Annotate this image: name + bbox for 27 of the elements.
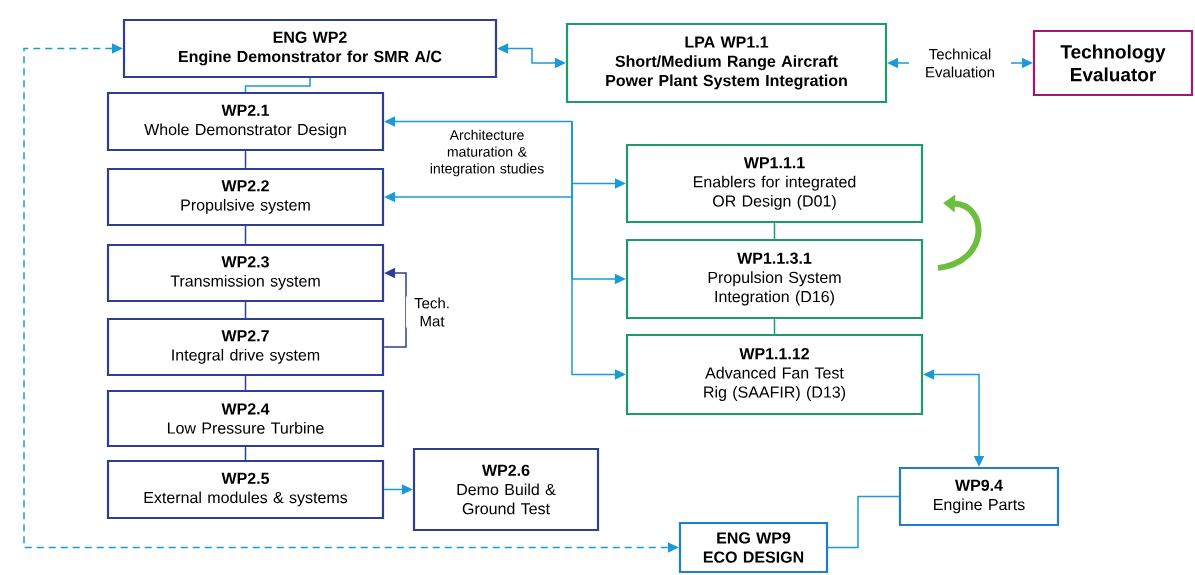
work-package-box: ENG WP9 ECO DESIGN bbox=[678, 521, 829, 574]
work-package-box: Technology Evaluator bbox=[1032, 29, 1194, 97]
work-package-box: ENG WP2 Engine Demonstrator for SMR A/C bbox=[122, 18, 498, 79]
connector-line bbox=[244, 375, 247, 391]
work-package-box: WP2.5 External modules & systems bbox=[106, 459, 385, 520]
work-package-box: WP2.7 Integral drive system bbox=[106, 317, 385, 377]
connector-line bbox=[244, 77, 311, 93]
work-package-box: WP1.1.3.1 Propulsion System Integration (D16) bbox=[625, 238, 924, 320]
work-package-box: WP2.4 Low Pressure Turbine bbox=[106, 389, 385, 448]
connector-line bbox=[244, 301, 247, 319]
work-package-box: WP2.1 Whole Demonstrator Design bbox=[106, 91, 385, 152]
work-package-box: WP9.4 Engine Parts bbox=[898, 466, 1060, 527]
connector-line bbox=[244, 150, 247, 169]
connector-line bbox=[827, 495, 900, 549]
connector-line bbox=[244, 225, 247, 245]
work-package-box: WP2.2 Propulsive system bbox=[106, 167, 385, 227]
connector-line bbox=[773, 318, 776, 335]
work-package-box: WP2.3 Transmission system bbox=[106, 243, 385, 303]
work-package-box: WP1.1.12 Advanced Fan Test Rig (SAAFIR) (D13) bbox=[625, 333, 924, 416]
work-package-box: WP2.6 Demo Build & Ground Test bbox=[412, 447, 600, 532]
connector-line bbox=[773, 222, 776, 240]
edge-label: Technical Evaluation bbox=[909, 47, 1011, 79]
connector-line bbox=[244, 446, 247, 461]
edge-label: Architecture maturation & integration studies bbox=[423, 128, 551, 178]
work-package-box: LPA WP1.1 Short/Medium Range Aircraft Power Plant System Integration bbox=[565, 22, 888, 104]
work-package-box: WP1.1.1 Enablers for integrated OR Design (D01) bbox=[625, 143, 924, 224]
edge-label: Tech. Mat bbox=[406, 296, 458, 328]
